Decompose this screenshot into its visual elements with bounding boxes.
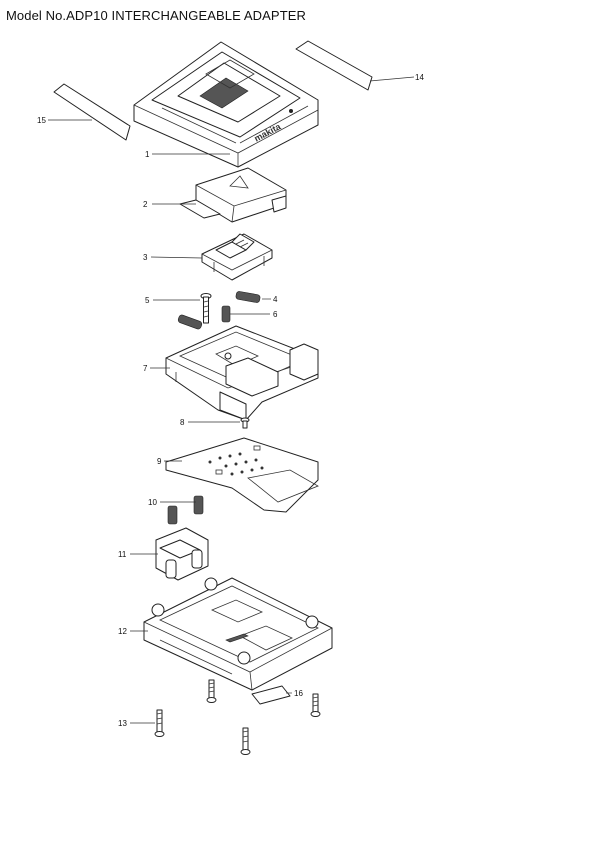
screw-13-c [154, 709, 165, 737]
part-16-sticker: 16 [251, 685, 303, 705]
part-4-spring: 4 [235, 291, 278, 304]
callout-12: 12 [118, 627, 127, 636]
part-10-springs: 10 [148, 495, 204, 525]
callout-8: 8 [180, 418, 185, 427]
screw-13-a [206, 679, 217, 703]
callout-1: 1 [145, 150, 150, 159]
part-12-bottom-housing: 12 [118, 577, 333, 691]
page-title: Model No.ADP10 INTERCHANGEABLE ADAPTER [6, 8, 307, 23]
part-14-label-sticker: 14 [295, 40, 424, 91]
callout-5: 5 [145, 296, 150, 305]
part-7-internal-frame: 7 [143, 325, 319, 421]
part-5-screw: 5 [145, 293, 212, 324]
callout-4: 4 [273, 295, 278, 304]
part-11-terminal-holder: 11 [118, 527, 209, 581]
part-3-terminal-block: 3 [143, 233, 273, 281]
screw-13-b [310, 693, 321, 717]
callout-15: 15 [37, 116, 46, 125]
part-8-screw: 8 [180, 417, 250, 429]
part-13-screws: 13 [118, 679, 321, 755]
callout-2: 2 [143, 200, 148, 209]
part-4-spring-secondary [177, 314, 203, 330]
callout-3: 3 [143, 253, 148, 262]
part-6-spring: 6 [221, 305, 278, 323]
callout-13: 13 [118, 719, 127, 728]
callout-9: 9 [157, 457, 162, 466]
callout-14: 14 [415, 73, 424, 82]
callout-6: 6 [273, 310, 278, 319]
part-1-top-housing: makita 1 [133, 41, 319, 168]
callout-11: 11 [118, 550, 127, 559]
screw-13-d [240, 727, 251, 755]
part-2-latch-button: 2 [143, 167, 287, 223]
part-15-label-sticker: 15 [37, 83, 131, 141]
callout-7: 7 [143, 364, 148, 373]
part-9-circuit-board: 9 [157, 437, 319, 513]
callout-10: 10 [148, 498, 157, 507]
callout-16: 16 [294, 689, 303, 698]
